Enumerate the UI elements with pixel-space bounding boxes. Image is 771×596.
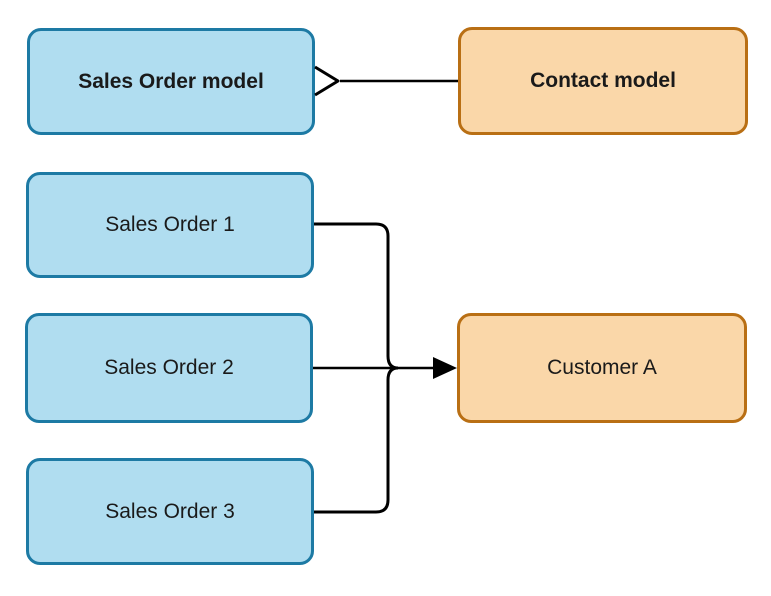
edge-sales-order-3-to-customer-a [314,366,399,514]
node-label: Sales Order 1 [105,213,235,236]
node-label: Sales Order model [78,69,264,93]
node-sales-order-1: Sales Order 1 [26,172,314,278]
node-label: Sales Order 3 [105,499,235,523]
node-label: Customer A [547,356,657,379]
edge-sales-order-1-to-customer-a [314,222,399,370]
node-sales-order-3: Sales Order 3 [26,458,314,565]
arrowhead-marker-icon [433,357,457,379]
node-label: Sales Order 2 [104,356,234,379]
node-label: Contact model [530,69,676,92]
node-sales-order-2: Sales Order 2 [25,313,313,423]
crows-foot-many-marker-icon [314,65,340,97]
node-customer-a: Customer A [457,313,747,423]
node-sales-order-model: Sales Order model [27,28,315,135]
node-contact-model: Contact model [458,27,748,135]
